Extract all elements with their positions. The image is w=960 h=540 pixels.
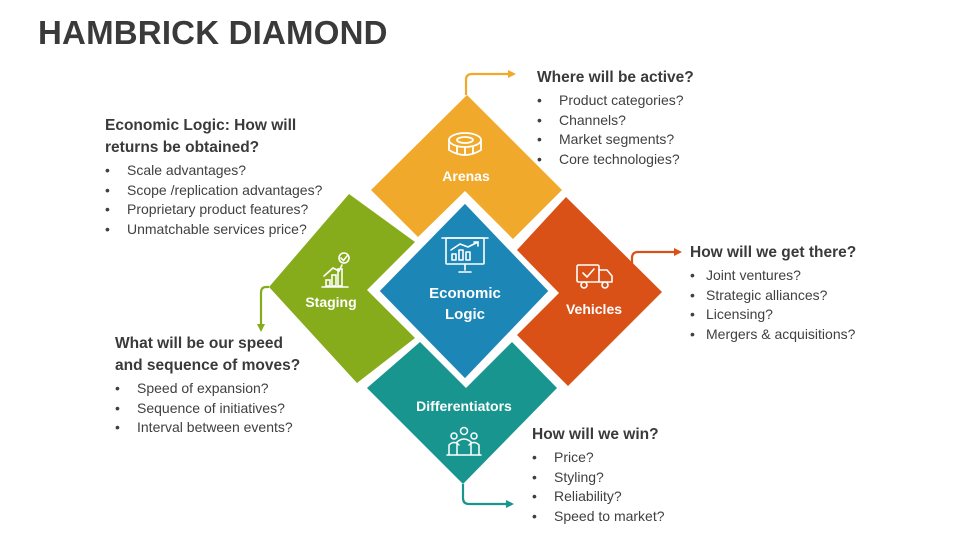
economic-logic-heading-line2: returns be obtained? [105, 139, 260, 156]
team-icon [446, 426, 482, 456]
staging-segment [269, 194, 415, 383]
list-item: Product categories? [537, 91, 757, 111]
vehicles-label: Vehicles [566, 301, 622, 317]
staging-heading-line2: and sequence of moves? [115, 357, 301, 374]
staging-heading: What will be our speed and sequence of m… [115, 333, 355, 377]
list-item: Sequence of initiatives? [115, 399, 355, 419]
list-item: Core technologies? [537, 150, 757, 170]
arenas-connector-arrow [464, 70, 516, 95]
vehicles-connector-arrow [630, 248, 682, 264]
list-item: Reliability? [532, 487, 752, 507]
list-item: Strategic alliances? [690, 286, 930, 306]
arenas-segment [371, 95, 562, 239]
economic-logic-heading: Economic Logic: How will returns be obta… [105, 115, 355, 159]
arenas-text-block: Where will be active? Product categories… [537, 67, 757, 169]
economic-logic-center-diamond [374, 198, 554, 384]
list-item: Interval between events? [115, 418, 355, 438]
economic-logic-text-block: Economic Logic: How will returns be obta… [105, 115, 355, 239]
list-item: Scope /replication advantages? [105, 181, 355, 201]
vehicles-list: Joint ventures? Strategic alliances? Lic… [690, 266, 930, 344]
list-item: Mergers & acquisitions? [690, 325, 930, 345]
list-item: Licensing? [690, 305, 930, 325]
list-item: Price? [532, 448, 752, 468]
growth-chart-icon [321, 252, 350, 288]
arenas-heading: Where will be active? [537, 69, 694, 86]
vehicles-segment [517, 197, 662, 386]
list-item: Speed of expansion? [115, 379, 355, 399]
list-item: Scale advantages? [105, 161, 355, 181]
arenas-label: Arenas [442, 168, 490, 184]
differentiators-segment [367, 342, 557, 484]
stadium-icon [448, 132, 482, 156]
differentiators-connector-arrow [461, 484, 514, 508]
differentiators-label: Differentiators [416, 398, 512, 414]
differentiators-text-block: How will we win? Price? Styling? Reliabi… [532, 424, 752, 526]
arenas-list: Product categories? Channels? Market seg… [537, 91, 757, 169]
center-label-line1: Economic [429, 285, 501, 302]
differentiators-heading: How will we win? [532, 426, 659, 443]
staging-list: Speed of expansion? Sequence of initiati… [115, 379, 355, 438]
staging-heading-line1: What will be our speed [115, 335, 283, 352]
list-item: Proprietary product features? [105, 200, 355, 220]
list-item: Styling? [532, 468, 752, 488]
center-label-line2: Logic [445, 306, 485, 323]
economic-logic-list: Scale advantages? Scope /replication adv… [105, 161, 355, 239]
delivery-truck-icon [576, 264, 613, 289]
economic-logic-heading-line1: Economic Logic: How will [105, 117, 297, 134]
presentation-chart-icon [441, 237, 489, 273]
list-item: Speed to market? [532, 507, 752, 527]
staging-connector-arrow [257, 285, 269, 332]
differentiators-list: Price? Styling? Reliability? Speed to ma… [532, 448, 752, 526]
list-item: Unmatchable services price? [105, 220, 355, 240]
page-title: HAMBRICK DIAMOND [38, 14, 388, 51]
vehicles-text-block: How will we get there? Joint ventures? S… [690, 242, 930, 344]
list-item: Market segments? [537, 130, 757, 150]
vehicles-heading: How will we get there? [690, 244, 857, 261]
list-item: Joint ventures? [690, 266, 930, 286]
list-item: Channels? [537, 111, 757, 131]
staging-text-block: What will be our speed and sequence of m… [115, 333, 355, 438]
staging-label: Staging [305, 294, 356, 310]
